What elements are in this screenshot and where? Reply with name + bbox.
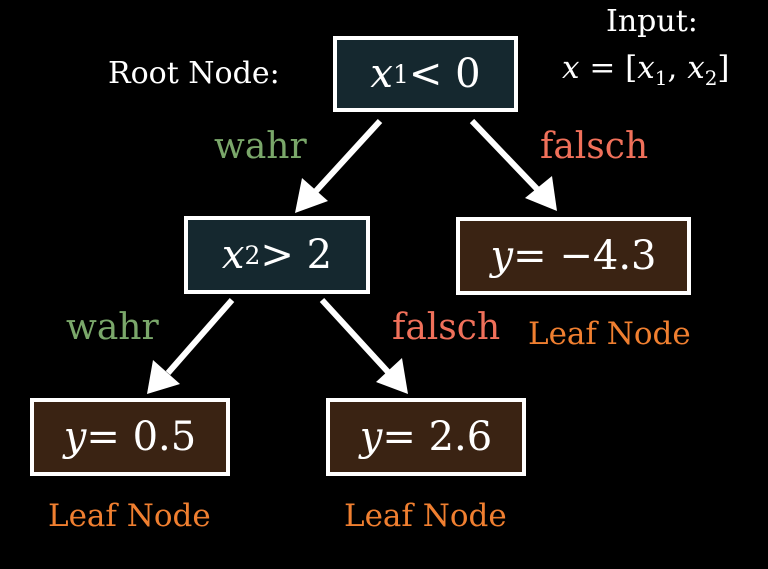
arrow-n2-true: [147, 298, 235, 394]
arrow-root-true: [295, 118, 383, 213]
leaf-caption-middle: Leaf Node: [344, 498, 507, 534]
leaf-caption-right: Leaf Node: [528, 316, 691, 352]
leaf-node-right: y = −4.3: [456, 217, 691, 295]
edge-label-root-true: wahr: [214, 126, 307, 167]
arrow-n2-false: [319, 297, 408, 394]
edge-label-n2-false: falsch: [392, 307, 501, 348]
leaf-node-left: y = 0.5: [30, 398, 230, 476]
input-vector: x = [x1, x2]: [562, 50, 730, 91]
arrow-root-false: [469, 118, 557, 211]
input-title: Input:: [606, 4, 698, 39]
root-node-label: Root Node:: [108, 56, 280, 91]
edge-label-root-false: falsch: [540, 126, 649, 167]
leaf-node-middle: y = 2.6: [326, 398, 526, 476]
edge-label-n2-true: wahr: [66, 307, 159, 348]
leaf-caption-left: Leaf Node: [48, 498, 211, 534]
